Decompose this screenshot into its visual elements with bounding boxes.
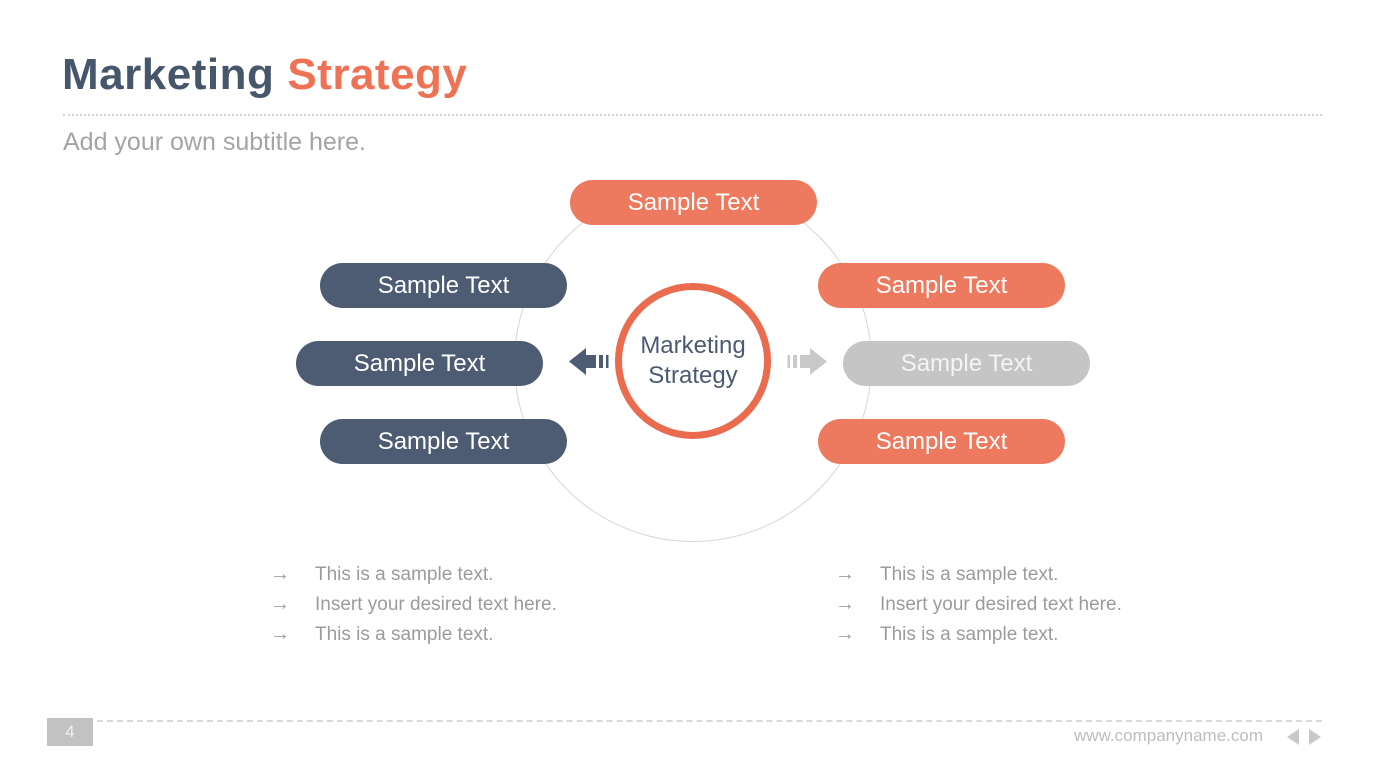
bullet-list-left: → This is a sample text. → Insert your d… bbox=[270, 563, 557, 653]
page-title-primary: Marketing bbox=[62, 50, 275, 99]
prev-slide-icon[interactable] bbox=[1287, 729, 1299, 745]
striped-arrow-right-icon bbox=[787, 348, 827, 375]
bullet-text: This is a sample text. bbox=[880, 624, 1059, 645]
bullet-text: This is a sample text. bbox=[880, 564, 1059, 585]
pill-left-3[interactable]: Sample Text bbox=[320, 419, 567, 464]
bullet-text: Insert your desired text here. bbox=[315, 594, 557, 615]
list-item: → This is a sample text. bbox=[835, 563, 1122, 593]
subtitle: Add your own subtitle here. bbox=[63, 128, 366, 156]
arrow-bullet-icon: → bbox=[270, 593, 290, 615]
list-item: → This is a sample text. bbox=[835, 623, 1122, 653]
arrow-bullet-icon: → bbox=[270, 623, 290, 645]
bullet-list-right: → This is a sample text. → Insert your d… bbox=[835, 563, 1122, 653]
page-number-badge: 4 bbox=[47, 718, 93, 746]
center-node: Marketing Strategy bbox=[615, 283, 771, 439]
arrow-bullet-icon: → bbox=[835, 593, 855, 615]
arrow-bullet-icon: → bbox=[835, 563, 855, 585]
website-link[interactable]: www.companyname.com bbox=[1074, 726, 1263, 745]
bullet-text: This is a sample text. bbox=[315, 564, 494, 585]
pill-top[interactable]: Sample Text bbox=[570, 180, 817, 225]
list-item: → Insert your desired text here. bbox=[270, 593, 557, 623]
bullet-text: This is a sample text. bbox=[315, 624, 494, 645]
title-divider bbox=[63, 114, 1322, 116]
pill-left-2[interactable]: Sample Text bbox=[296, 341, 543, 386]
next-slide-icon[interactable] bbox=[1309, 729, 1321, 745]
center-node-line1: Marketing bbox=[640, 332, 746, 359]
bullet-text: Insert your desired text here. bbox=[880, 594, 1122, 615]
list-item: → This is a sample text. bbox=[270, 623, 557, 653]
arrow-bullet-icon: → bbox=[835, 623, 855, 645]
pill-right-2[interactable]: Sample Text bbox=[843, 341, 1090, 386]
arrow-bullet-icon: → bbox=[270, 563, 290, 585]
page-title-accent: Strategy bbox=[287, 50, 468, 99]
list-item: → Insert your desired text here. bbox=[835, 593, 1122, 623]
center-node-line2: Strategy bbox=[648, 362, 738, 389]
pill-right-1[interactable]: Sample Text bbox=[818, 263, 1065, 308]
striped-arrow-left-icon bbox=[569, 348, 609, 375]
footer-divider bbox=[97, 720, 1322, 722]
pill-right-3[interactable]: Sample Text bbox=[818, 419, 1065, 464]
list-item: → This is a sample text. bbox=[270, 563, 557, 593]
pill-left-1[interactable]: Sample Text bbox=[320, 263, 567, 308]
slide-navigation bbox=[1287, 729, 1321, 745]
